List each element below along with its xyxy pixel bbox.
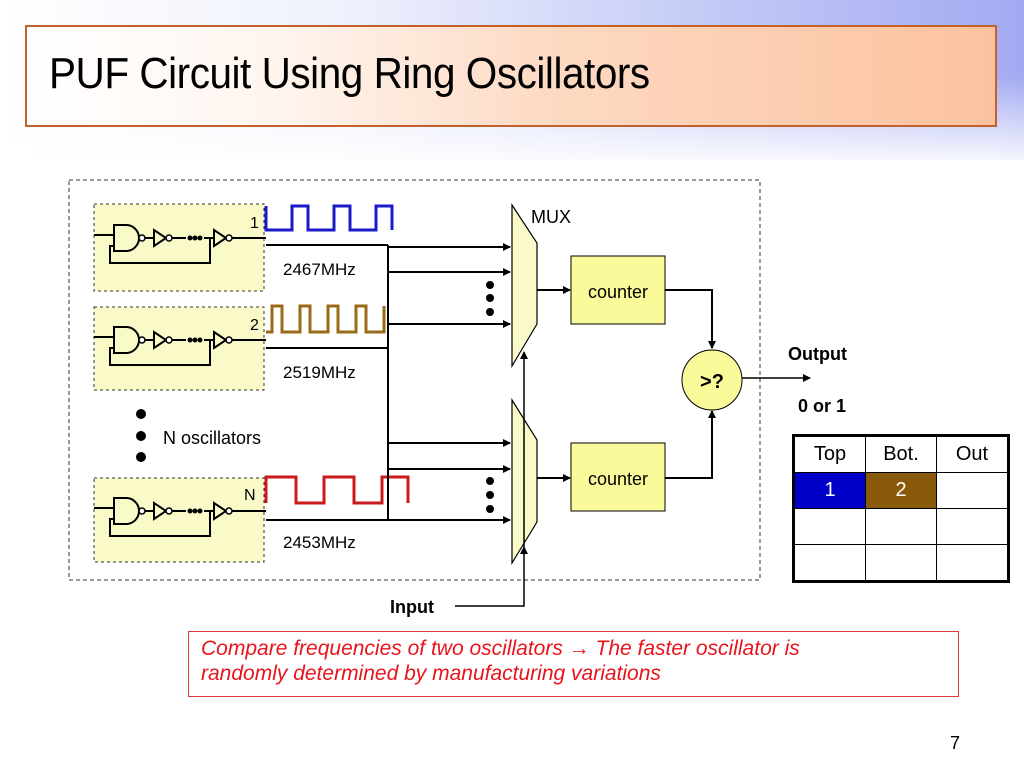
oscillator-n-label: N <box>244 487 256 504</box>
oscillator-2-label: 2 <box>250 317 259 334</box>
table-cell <box>936 508 1009 545</box>
waveform-2 <box>266 304 386 334</box>
table-cell: 2 <box>865 472 937 509</box>
header-out: Out <box>936 435 1009 473</box>
oscillator-1-label: 1 <box>250 215 259 232</box>
mux-label: MUX <box>531 207 571 227</box>
frequency-2: 2519MHz <box>283 363 356 382</box>
counter-bottom-label: counter <box>588 469 648 489</box>
table-cell <box>865 508 937 545</box>
comparator-label: >? <box>700 371 724 393</box>
table-cell <box>936 544 1009 582</box>
note-box: Compare frequencies of two oscillators →… <box>188 631 959 697</box>
waveform-1 <box>264 204 394 232</box>
table-cell <box>865 544 937 582</box>
note-line-2: randomly determined by manufacturing var… <box>201 662 661 685</box>
input-label: Input <box>390 597 434 617</box>
frequency-1: 2467MHz <box>283 260 356 279</box>
comparator <box>681 349 743 411</box>
table-cell: 1 <box>793 472 866 509</box>
waveform-n <box>264 475 410 505</box>
oscillator-2 <box>93 306 267 391</box>
frequency-n: 2453MHz <box>283 533 356 552</box>
header-top: Top <box>793 435 866 473</box>
title-box: PUF Circuit Using Ring Oscillators <box>25 25 997 127</box>
n-oscillators-label: N oscillators <box>163 428 261 448</box>
table-cell <box>793 544 866 582</box>
counter-bottom <box>570 442 666 512</box>
circuit-boundary <box>68 179 761 581</box>
counter-top-label: counter <box>588 282 648 302</box>
table-row <box>793 544 1009 582</box>
mux-top <box>511 202 538 369</box>
header-bot: Bot. <box>865 435 937 473</box>
output-label: Output <box>788 344 847 364</box>
table-cell <box>793 508 866 545</box>
table-header-row: Top Bot. Out <box>793 435 1009 473</box>
oscillator-1 <box>93 203 267 292</box>
table-row: 1 2 <box>793 472 1009 509</box>
slide-title: PUF Circuit Using Ring Oscillators <box>49 49 650 98</box>
table-cell <box>936 472 1009 509</box>
note-line-1: Compare frequencies of two oscillators →… <box>201 637 800 660</box>
table-row <box>793 508 1009 545</box>
result-table: Top Bot. Out 1 2 <box>792 434 1010 583</box>
output-values: 0 or 1 <box>798 396 846 416</box>
page-number: 7 <box>950 733 961 753</box>
oscillator-n <box>93 477 267 563</box>
counter-top <box>570 255 666 325</box>
